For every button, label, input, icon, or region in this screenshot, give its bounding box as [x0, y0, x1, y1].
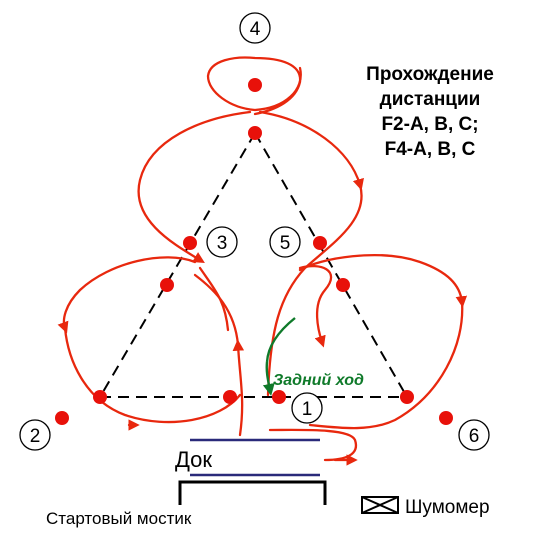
buoy-marker-1	[272, 390, 286, 404]
triangle-right-edge	[254, 132, 408, 398]
buoy-markers	[55, 78, 453, 425]
center-strand-top	[193, 273, 240, 347]
svg-text:6: 6	[469, 426, 480, 447]
buoy-marker-right-corner	[400, 390, 414, 404]
loop-buoy-2-bottom	[63, 326, 242, 424]
buoy-label-1: 1	[291, 392, 323, 424]
noise-meter-label: Шумомер	[405, 497, 490, 518]
center-strand-up	[232, 339, 245, 437]
reverse-label: Задний ход	[273, 372, 364, 389]
start-pier-label: Стартовый мостик	[46, 509, 192, 528]
noise-meter-icon	[361, 496, 399, 514]
reverse-arrow	[262, 317, 296, 396]
outer-lobe-left	[137, 110, 252, 263]
buoy-label-3: 3	[206, 226, 238, 258]
buoy-label-4: 4	[239, 12, 271, 44]
loop-buoy-4	[206, 56, 302, 116]
title-line-2: дистанции	[379, 89, 481, 110]
loop-buoy-2	[57, 256, 197, 334]
dock-exit	[268, 428, 358, 462]
buoy-marker-4	[248, 78, 262, 92]
svg-text:4: 4	[250, 19, 261, 40]
buoy-marker-top	[248, 126, 262, 140]
course-path	[57, 56, 468, 466]
buoy-label-5: 5	[269, 226, 301, 258]
buoy-label-2: 2	[19, 419, 51, 451]
loop-buoy-6-bottom	[308, 300, 464, 430]
title-line-3: F2-A, B, C;	[381, 114, 479, 135]
inner-loop-left	[198, 266, 230, 332]
buoy-marker-left-mid	[160, 278, 174, 292]
reverse-path	[262, 317, 296, 396]
outer-lobe-right	[258, 110, 364, 191]
course-triangle	[99, 132, 408, 398]
buoy-marker-right-mid	[336, 278, 350, 292]
inner-hook-right	[298, 264, 333, 348]
title-line-4: F4-A, B, C	[384, 139, 476, 160]
buoy-marker-left-corner	[93, 390, 107, 404]
buoy-marker-6	[439, 411, 453, 425]
start-pier	[178, 480, 327, 505]
dock: Док	[175, 438, 320, 477]
buoy-labels: 4 3 5 1 2 6	[19, 12, 490, 451]
dock-label: Док	[175, 447, 212, 472]
title-line-1: Прохождение	[366, 64, 494, 85]
svg-text:3: 3	[217, 233, 228, 254]
diagram-title: Прохождение дистанции F2-A, B, C; F4-A, …	[330, 62, 530, 162]
svg-text:5: 5	[280, 233, 291, 254]
svg-text:1: 1	[302, 399, 313, 420]
buoy-label-6: 6	[458, 419, 490, 451]
buoy-marker-5	[313, 236, 327, 250]
buoy-marker-3	[183, 236, 197, 250]
buoy-marker-2	[55, 411, 69, 425]
triangle-left-edge	[99, 132, 256, 398]
svg-text:2: 2	[30, 426, 41, 447]
loop-buoy-6	[298, 254, 468, 308]
buoy-marker-base-left	[223, 390, 237, 404]
